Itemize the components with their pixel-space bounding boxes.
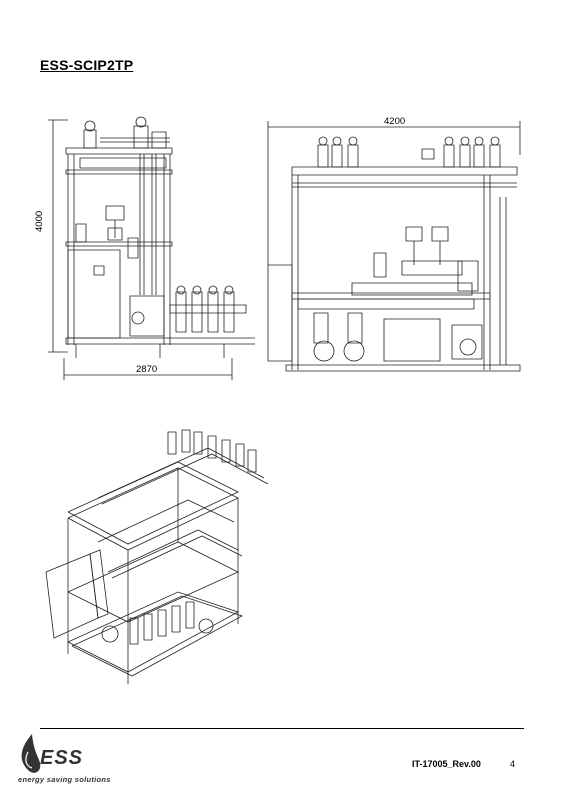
logo-wordmark: ESS (40, 747, 84, 769)
isometric-view-drawing (45, 422, 278, 694)
footer-divider (40, 728, 524, 729)
front-view-drawing (262, 115, 527, 380)
document-reference: IT-17005_Rev.00 (412, 759, 481, 769)
side-view-width-label: 2870 (136, 364, 158, 375)
page-number: 4 (510, 759, 516, 769)
front-view-width-label: 4200 (384, 116, 406, 127)
page-title: ESS-SCIP2TP (40, 57, 134, 73)
ess-logo-icon (21, 734, 41, 773)
logo-tagline: energy saving solutions (18, 775, 111, 784)
side-view-height-label: 4000 (34, 210, 45, 232)
side-view-drawing (40, 110, 255, 385)
